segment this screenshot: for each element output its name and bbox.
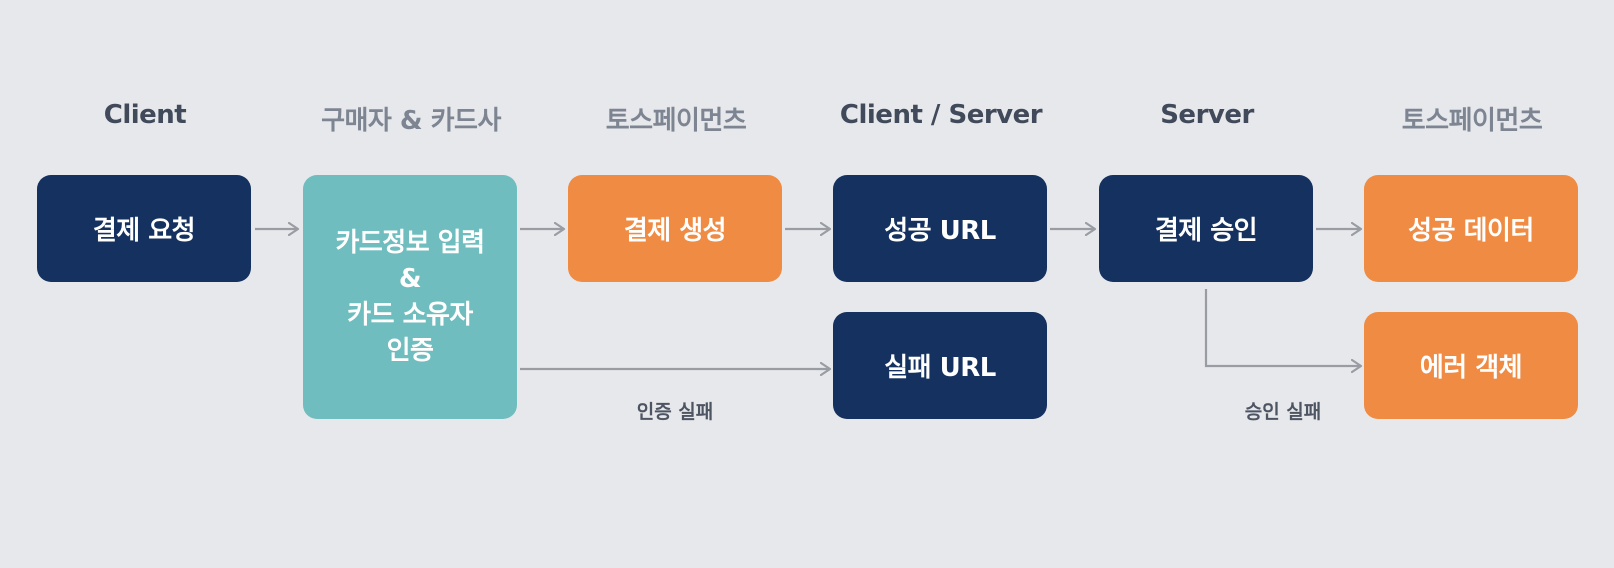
node-error-object-label: 에러 객체 — [1419, 353, 1523, 383]
node-success-url: 성공 URL — [833, 175, 1047, 282]
node-fail-url-label: 실패 URL — [884, 353, 996, 383]
node-payment-request: 결제 요청 — [37, 175, 251, 282]
header-server: Server — [1160, 100, 1254, 130]
node-payment-request-label: 결제 요청 — [92, 216, 196, 246]
node-payment-create: 결제 생성 — [568, 175, 782, 282]
node-payment-approve: 결제 승인 — [1099, 175, 1313, 282]
header-tosspayments-2: 토스페이먼츠 — [1401, 106, 1543, 136]
header-tosspayments-1: 토스페이먼츠 — [605, 106, 747, 136]
header-buyer-card: 구매자 & 카드사 — [321, 106, 501, 136]
header-client: Client — [103, 100, 187, 130]
node-fail-url: 실패 URL — [833, 312, 1047, 419]
node-success-data: 성공 데이터 — [1364, 175, 1578, 282]
node-success-data-label: 성공 데이터 — [1408, 216, 1534, 246]
edge-label-approve-fail: 승인 실패 — [1244, 401, 1322, 423]
node-card-input-line4: 인증 — [386, 336, 434, 366]
node-error-object: 에러 객체 — [1364, 312, 1578, 419]
header-client-server: Client / Server — [839, 100, 1043, 130]
node-card-input-line3: 카드 소유자 — [347, 300, 473, 330]
arrow-approve-to-error — [1204, 289, 1361, 366]
edge-label-auth-fail: 인증 실패 — [636, 401, 714, 423]
node-success-url-label: 성공 URL — [884, 216, 996, 246]
node-payment-approve-label: 결제 승인 — [1154, 216, 1258, 246]
node-card-input-line1: 카드정보 입력 — [335, 228, 485, 258]
node-payment-create-label: 결제 생성 — [623, 216, 727, 246]
node-card-input-auth: 카드정보 입력 & 카드 소유자 인증 — [303, 175, 517, 419]
node-card-input-line2: & — [398, 264, 422, 294]
